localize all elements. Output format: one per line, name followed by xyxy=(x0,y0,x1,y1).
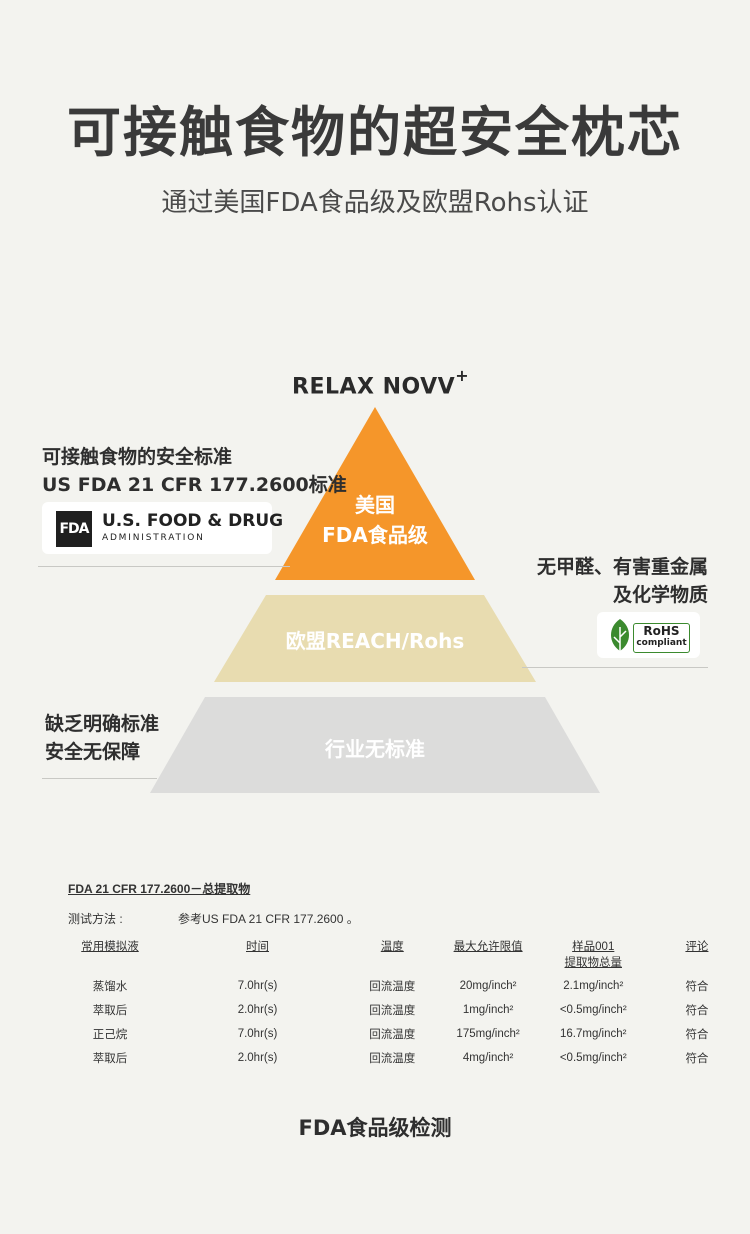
report-method-value: 参考US FDA 21 CFR 177.2600 。 xyxy=(178,912,359,926)
table-cell: 4mg/inch² xyxy=(462,1052,514,1064)
table-row: 正己烷 7.0hr(s) 回流温度 175mg/inch² 16.7mg/inc… xyxy=(56,1022,750,1046)
table-cell: 符合 xyxy=(685,1053,709,1065)
leaf-icon xyxy=(611,619,629,651)
rohs-divider xyxy=(522,667,708,668)
table-cell: 175mg/inch² xyxy=(456,1028,520,1040)
table-cell: 7.0hr(s) xyxy=(237,1028,278,1040)
table-cell: 符合 xyxy=(685,981,709,993)
col-temperature: 温度 xyxy=(380,941,404,953)
pyramid-tier-middle xyxy=(214,595,536,682)
no-standard-line2: 安全无保障 xyxy=(45,741,141,763)
table-cell: 2.0hr(s) xyxy=(237,1004,278,1016)
rohs-logo-line1: RoHS xyxy=(643,624,680,638)
pyramid-bottom-label: 行业无标准 xyxy=(325,737,425,761)
table-cell: 正己烷 xyxy=(92,1029,128,1041)
table-row: 蒸馏水 7.0hr(s) 回流温度 20mg/inch² 2.1mg/inch²… xyxy=(56,974,750,998)
footer-caption: FDA食品级检测 xyxy=(298,1116,452,1140)
pyramid-tier-bottom xyxy=(150,697,600,793)
fda-logo-line1: U.S. FOOD & DRUG xyxy=(102,511,284,531)
rohs-annotation: 无甲醛、有害重金属 及化学物质 xyxy=(470,553,708,609)
table-cell: 2.0hr(s) xyxy=(237,1052,278,1064)
fda-annotation-line1: 可接触食物的安全标准 xyxy=(42,446,233,468)
rohs-annotation-line1: 无甲醛、有害重金属 xyxy=(536,556,708,578)
brand-logo: RELAX NOVV+ xyxy=(292,366,469,400)
table-cell: 回流温度 xyxy=(369,1053,416,1065)
col-sample-line1: 样品001 xyxy=(572,941,615,953)
page-subtitle: 通过美国FDA食品级及欧盟Rohs认证 xyxy=(161,188,589,218)
table-cell: 回流温度 xyxy=(369,981,416,993)
col-simulant: 常用模拟液 xyxy=(81,941,139,953)
table-cell: 2.1mg/inch² xyxy=(563,980,624,992)
pyramid-top-line2: FDA食品级 xyxy=(322,523,428,547)
fda-logo-line2: ADMINISTRATION xyxy=(102,533,205,543)
table-cell: <0.5mg/inch² xyxy=(559,1052,627,1064)
fda-annotation-line2: US FDA 21 CFR 177.2600标准 xyxy=(42,474,347,496)
table-cell: 1mg/inch² xyxy=(462,1004,514,1016)
col-sample: 样品001 提取物总量 xyxy=(543,938,644,974)
table-cell: 萃取后 xyxy=(92,1005,128,1017)
no-standard-line1: 缺乏明确标准 xyxy=(45,713,160,735)
no-standard-annotation: 缺乏明确标准 安全无保障 xyxy=(45,710,159,766)
col-sample-line2: 提取物总量 xyxy=(564,957,623,969)
pyramid-tier-top xyxy=(275,407,475,580)
table-row: 萃取后 2.0hr(s) 回流温度 4mg/inch² <0.5mg/inch²… xyxy=(56,1046,750,1070)
brand-name: RELAX NOVV xyxy=(292,374,456,400)
pyramid-top-label: 美国 FDA食品级 xyxy=(300,490,450,550)
page-title: 可接触食物的超安全枕芯 xyxy=(67,101,683,164)
fda-divider xyxy=(38,566,290,567)
table-cell: 回流温度 xyxy=(369,1005,416,1017)
col-time: 时间 xyxy=(246,941,269,953)
report-method-label: 测试方法 : xyxy=(68,912,123,926)
table-cell: 符合 xyxy=(685,1029,709,1041)
table-cell: 16.7mg/inch² xyxy=(560,1028,627,1040)
rohs-annotation-line2: 及化学物质 xyxy=(612,584,708,606)
rohs-logo-text: RoHS compliant xyxy=(633,623,690,653)
report-table-header: 常用模拟液 时间 温度 最大允许限值 样品001 提取物总量 评论 xyxy=(56,938,750,974)
col-comment: 评论 xyxy=(685,941,709,953)
pyramid-middle-label: 欧盟REACH/Rohs xyxy=(285,629,465,653)
table-cell: 20mg/inch² xyxy=(459,980,517,992)
table-cell: <0.5mg/inch² xyxy=(559,1004,627,1016)
pyramid-top-line1: 美国 xyxy=(355,493,395,517)
brand-mark: + xyxy=(455,366,470,385)
table-row: 萃取后 2.0hr(s) 回流温度 1mg/inch² <0.5mg/inch²… xyxy=(56,998,750,1022)
col-max-limit: 最大允许限值 xyxy=(453,941,523,953)
table-cell: 萃取后 xyxy=(92,1053,128,1065)
table-cell: 7.0hr(s) xyxy=(237,980,278,992)
report-table: 常用模拟液 时间 温度 最大允许限值 样品001 提取物总量 评论 蒸馏水 7.… xyxy=(56,938,750,1070)
rohs-logo-line2: compliant xyxy=(636,638,687,648)
report-title: FDA 21 CFR 177.2600－总提取物 xyxy=(68,882,251,896)
fda-annotation: 可接触食物的安全标准 US FDA 21 CFR 177.2600标准 xyxy=(42,443,347,499)
fda-logo-icon: FDA xyxy=(56,511,92,547)
table-cell: 回流温度 xyxy=(369,1029,416,1041)
table-cell: 符合 xyxy=(685,1005,709,1017)
table-cell: 蒸馏水 xyxy=(92,981,128,993)
no-standard-divider xyxy=(42,778,157,779)
